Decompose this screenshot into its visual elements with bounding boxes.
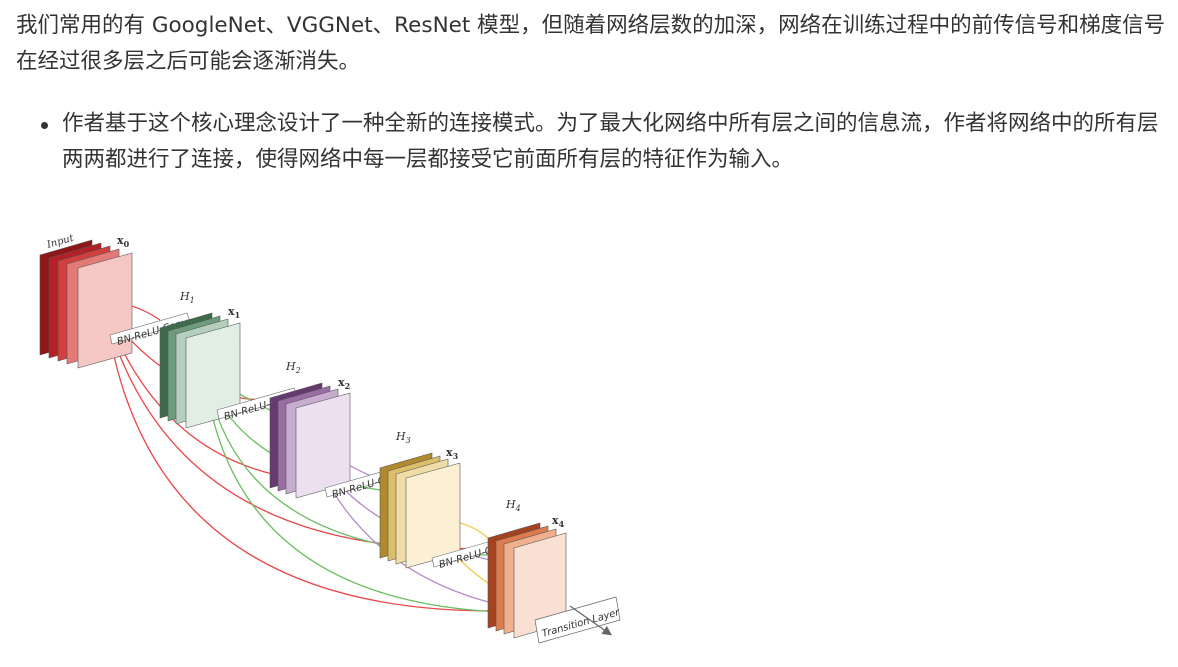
x1-label: x1 — [228, 305, 240, 320]
transition-label: Transition Layer — [541, 607, 622, 640]
bullet-text: 作者基于这个核心理念设计了一种全新的连接模式。为了最大化网络中所有层之间的信息流… — [62, 111, 1159, 172]
x4-label: x4 — [552, 514, 565, 529]
dense-block-2: BN-ReLU-Conv H2 x2 — [216, 360, 351, 499]
h3-label: H3 — [395, 430, 411, 445]
edge-x3-h4 — [429, 517, 491, 541]
bullet-dot-icon — [41, 122, 48, 129]
dense-block-1: BN-ReLU-Conv H1 x1 — [109, 290, 241, 429]
h1-label: H1 — [179, 290, 195, 305]
dense-block-3: BN-ReLU-Conv H3 x3 — [324, 430, 461, 569]
x3-label: x3 — [446, 446, 459, 461]
edge-x1-trans — [207, 395, 566, 614]
edge-x0-h4 — [107, 321, 491, 550]
h4-label: H4 — [505, 498, 521, 513]
h2-label: H2 — [285, 360, 301, 375]
edge-x2-h3 — [319, 447, 381, 481]
bullet-list: 作者基于这个核心理念设计了一种全新的连接模式。为了最大化网络中所有层之间的信息流… — [0, 106, 1162, 178]
op-label-3: BN-ReLU-Conv — [331, 470, 405, 501]
op-label-2: BN-ReLU-Conv — [223, 392, 297, 423]
op-label-4: BN-ReLU-Conv — [438, 540, 512, 571]
input-label: Input — [45, 233, 76, 252]
transition-layer: Transition Layer — [534, 596, 622, 644]
edge-x3-trans — [429, 521, 566, 613]
edge-x0-h1 — [107, 303, 161, 321]
x2-label: x2 — [338, 376, 350, 391]
op-label-1: BN-ReLU-Conv — [116, 317, 190, 348]
x0-label: x0 — [117, 234, 130, 249]
edge-x2-h4 — [317, 454, 491, 561]
edge-x1-h2 — [214, 379, 271, 411]
dense-block-4: BN-ReLU-Conv H4 x4 — [431, 498, 567, 639]
output-arrow — [569, 605, 612, 636]
edge-x0-h3 — [107, 317, 381, 483]
bullet-item: 作者基于这个核心理念设计了一种全新的连接模式。为了最大化网络中所有层之间的信息流… — [0, 106, 1162, 178]
edge-x0-h2 — [107, 311, 271, 401]
intro-paragraph: 我们常用的有 GoogleNet、VGGNet、ResNet 模型，但随着网络层… — [16, 13, 1166, 74]
edge-x1-h3 — [211, 387, 381, 491]
edge-x2-trans — [315, 459, 566, 616]
dense-connections — [107, 303, 566, 616]
input-block: Input x0 — [39, 233, 133, 369]
edge-x1-h4 — [209, 391, 491, 556]
edge-x0-trans — [107, 325, 566, 612]
